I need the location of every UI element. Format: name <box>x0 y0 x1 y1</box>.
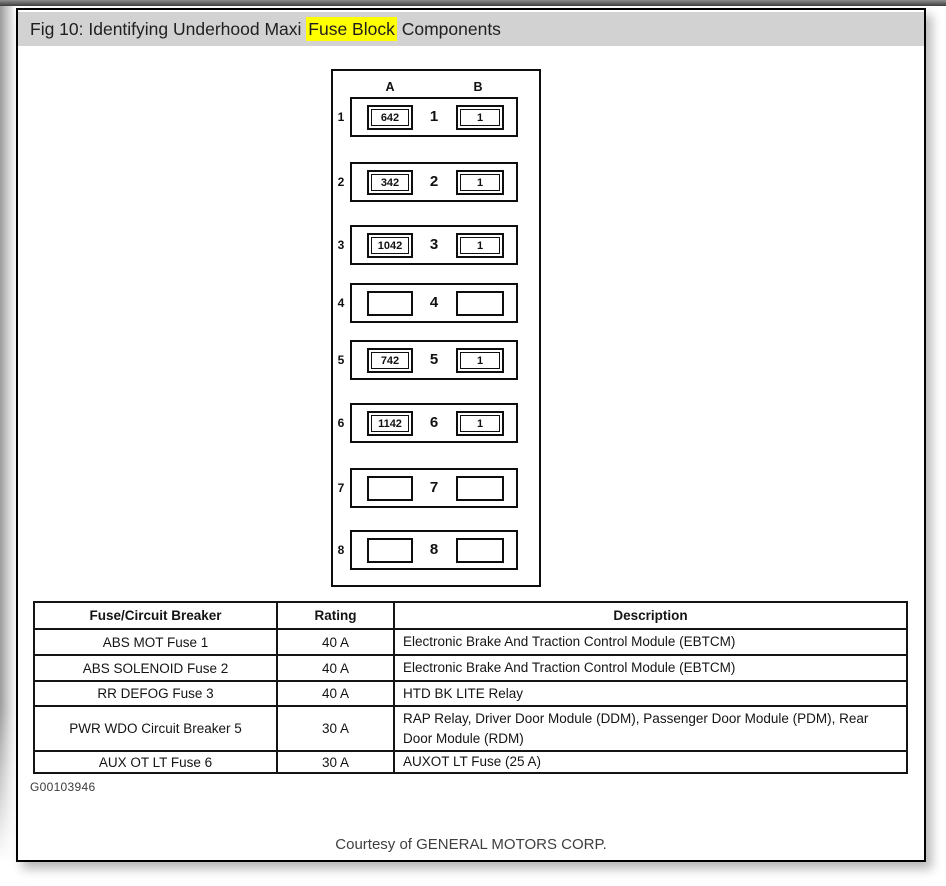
row-number: 6 <box>337 416 345 430</box>
window-left-edge <box>0 6 16 862</box>
table-cell: AUX OT LT Fuse 6 <box>33 750 278 774</box>
fuse-slot-a <box>367 291 413 316</box>
row-center-number: 7 <box>429 479 439 496</box>
column-header-b: B <box>473 80 483 94</box>
row-number: 5 <box>337 353 345 367</box>
slot-label: 1 <box>460 174 500 191</box>
fuse-slot-b <box>456 538 504 563</box>
table-cell: 40 A <box>276 628 395 656</box>
table-cell: ABS SOLENOID Fuse 2 <box>33 654 278 682</box>
fuse-slot-a <box>367 538 413 563</box>
slot-label: 1142 <box>371 415 409 432</box>
table-cell: RAP Relay, Driver Door Module (DDM), Pas… <box>393 705 908 752</box>
row-center-number: 5 <box>429 351 439 368</box>
fuse-row-box: 4 <box>350 283 518 323</box>
fuse-slot-b: 1 <box>456 348 504 373</box>
table-cell: AUXOT LT Fuse (25 A) <box>393 750 908 774</box>
table-cell: 40 A <box>276 680 395 707</box>
row-number: 4 <box>337 296 345 310</box>
table-cell: 30 A <box>276 750 395 774</box>
column-header-a: A <box>385 80 395 94</box>
fuse-slot-b <box>456 476 504 501</box>
fuse-row-box: 742 1 5 <box>350 340 518 380</box>
fuse-row: 6 1142 1 6 <box>338 403 518 443</box>
fuse-slot-b: 1 <box>456 233 504 258</box>
table-cell: RR DEFOG Fuse 3 <box>33 680 278 707</box>
figure-title-bar: Fig 10: Identifying Underhood Maxi Fuse … <box>18 12 924 46</box>
table-cell: HTD BK LITE Relay <box>393 680 908 707</box>
fuse-row: 3 1042 1 3 <box>338 225 518 265</box>
table-header-cell: Description <box>393 601 908 630</box>
fuse-row: 1 642 1 1 <box>338 97 518 137</box>
table-header-cell: Fuse/Circuit Breaker <box>33 601 278 630</box>
fuse-slot-a <box>367 476 413 501</box>
row-center-number: 2 <box>429 173 439 190</box>
row-number: 2 <box>337 175 345 189</box>
fuse-slot-b <box>456 291 504 316</box>
fuse-slot-a: 1142 <box>367 411 413 436</box>
fuse-slot-a: 342 <box>367 170 413 195</box>
fuse-slot-b: 1 <box>456 170 504 195</box>
fuse-row-box: 1142 1 6 <box>350 403 518 443</box>
fuse-slot-a: 642 <box>367 105 413 130</box>
slot-label: 342 <box>371 174 409 191</box>
fuse-row-box: 642 1 1 <box>350 97 518 137</box>
fuse-row-box: 8 <box>350 530 518 570</box>
slot-label: 642 <box>371 109 409 126</box>
courtesy-note: Courtesy of GENERAL MOTORS CORP. <box>335 836 607 853</box>
row-number: 3 <box>337 238 345 252</box>
window-top-edge <box>0 0 946 6</box>
table-cell: 40 A <box>276 654 395 682</box>
slot-label: 1042 <box>371 237 409 254</box>
figure-title-prefix: Fig 10: Identifying Underhood Maxi <box>30 19 307 39</box>
table-cell: ABS MOT Fuse 1 <box>33 628 278 656</box>
fuse-slot-b: 1 <box>456 105 504 130</box>
figure-id: G00103946 <box>30 780 96 794</box>
search-term-highlight: Fuse Block <box>306 17 397 41</box>
row-number: 1 <box>337 110 345 124</box>
slot-label: 1 <box>460 109 500 126</box>
row-center-number: 4 <box>429 294 439 311</box>
slot-label: 1 <box>460 237 500 254</box>
fuse-row: 5 742 1 5 <box>338 340 518 380</box>
fuse-row-box: 342 1 2 <box>350 162 518 202</box>
table-cell: Electronic Brake And Traction Control Mo… <box>393 628 908 656</box>
fuse-slot-b: 1 <box>456 411 504 436</box>
fuse-slot-a: 742 <box>367 348 413 373</box>
row-center-number: 3 <box>429 236 439 253</box>
row-center-number: 1 <box>429 108 439 125</box>
fuse-row: 2 342 1 2 <box>338 162 518 202</box>
table-header-cell: Rating <box>276 601 395 630</box>
slot-label: 1 <box>460 352 500 369</box>
table-cell: Electronic Brake And Traction Control Mo… <box>393 654 908 682</box>
fuse-slot-a: 1042 <box>367 233 413 258</box>
row-center-number: 6 <box>429 414 439 431</box>
row-center-number: 8 <box>429 541 439 558</box>
table-cell: 30 A <box>276 705 395 752</box>
row-number: 7 <box>337 481 345 495</box>
figure-title-suffix: Components <box>396 19 501 39</box>
row-number: 8 <box>337 543 345 557</box>
slot-label: 1 <box>460 415 500 432</box>
fuse-row-box: 7 <box>350 468 518 508</box>
slot-label: 742 <box>371 352 409 369</box>
document-page: Fig 10: Identifying Underhood Maxi Fuse … <box>16 8 926 862</box>
table-cell: PWR WDO Circuit Breaker 5 <box>33 705 278 752</box>
fuse-row-box: 1042 1 3 <box>350 225 518 265</box>
